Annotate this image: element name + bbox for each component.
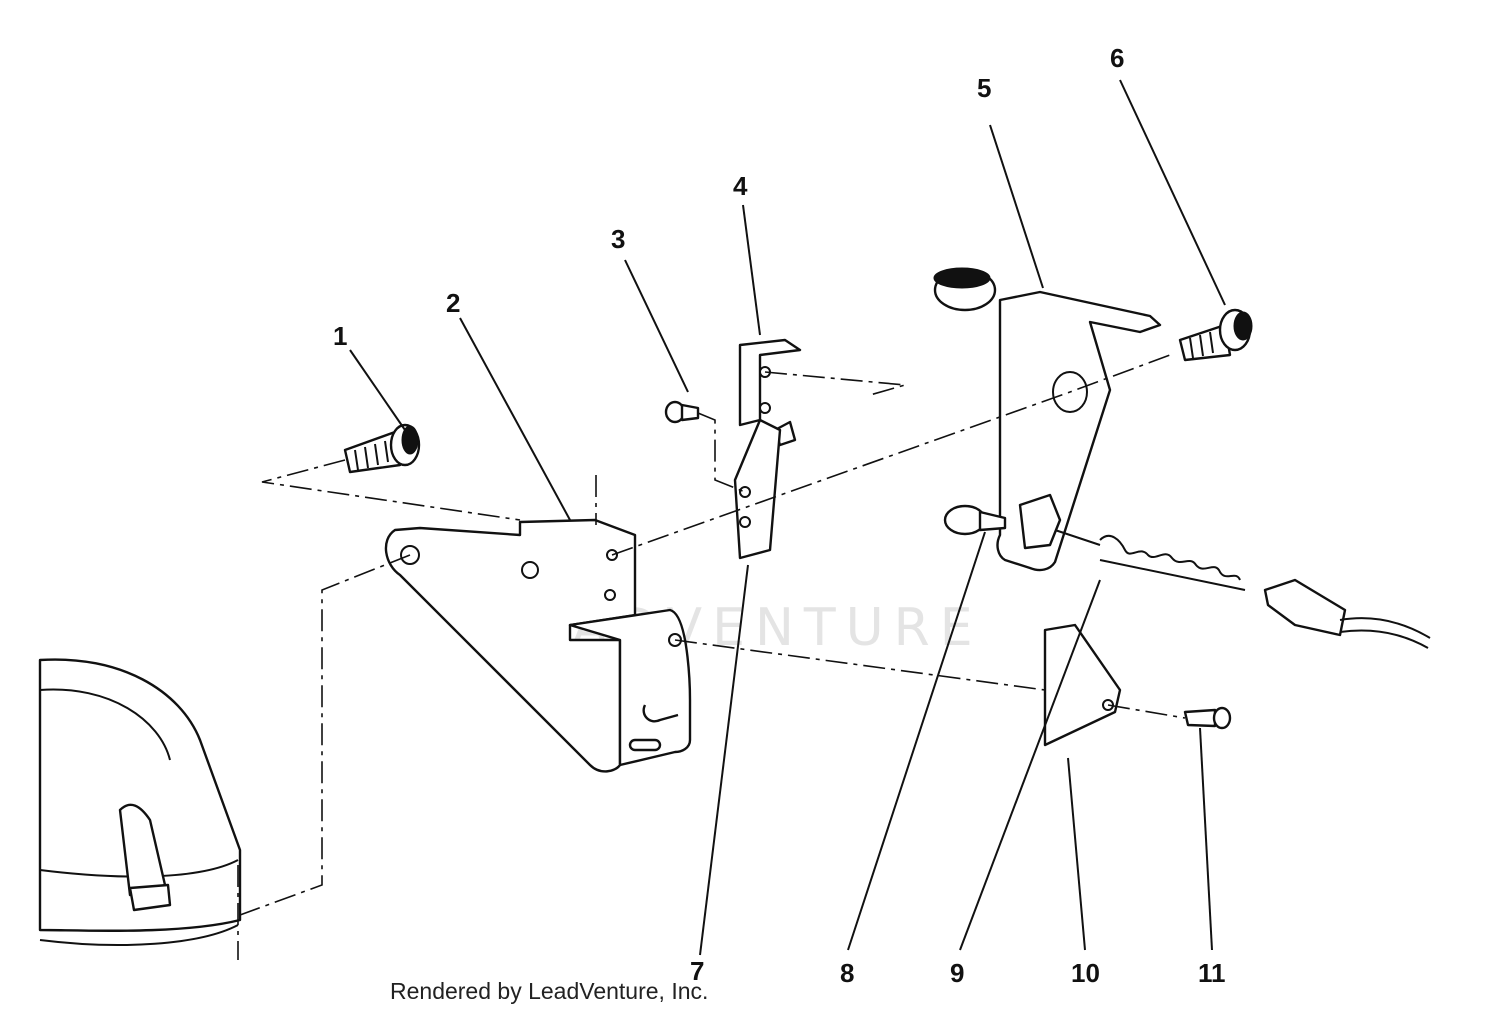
- callout-4: 4: [733, 171, 748, 201]
- callout-10: 10: [1071, 958, 1100, 988]
- leader-lines: [349, 79, 1226, 956]
- callout-9: 9: [950, 958, 964, 988]
- part-11-screw: [1183, 706, 1232, 730]
- part-6-bolt: [1178, 308, 1253, 362]
- part-9-cable: [1054, 529, 1431, 649]
- credit-text: Rendered by LeadVenture, Inc.: [390, 978, 709, 1004]
- callout-2: 2: [446, 288, 460, 318]
- part-8-knob: [943, 504, 1007, 536]
- engine-housing: [38, 658, 242, 960]
- part-2-bracket: [384, 518, 692, 773]
- part-3-screw: [664, 400, 700, 424]
- callout-1: 1: [333, 321, 347, 351]
- part-7-plate: [733, 418, 782, 560]
- callout-7: 7: [690, 956, 704, 986]
- callout-11: 11: [1198, 958, 1226, 988]
- part-10-plate: [1043, 623, 1122, 747]
- callout-6: 6: [1110, 43, 1124, 73]
- callout-5: 5: [977, 73, 991, 103]
- callout-labels: 1 2 3 4 5 6 7 8 9 10 11: [333, 43, 1226, 988]
- part-1-bolt: [343, 423, 421, 474]
- callout-8: 8: [840, 958, 854, 988]
- callout-3: 3: [611, 224, 625, 254]
- alignment-lines: [239, 354, 1186, 916]
